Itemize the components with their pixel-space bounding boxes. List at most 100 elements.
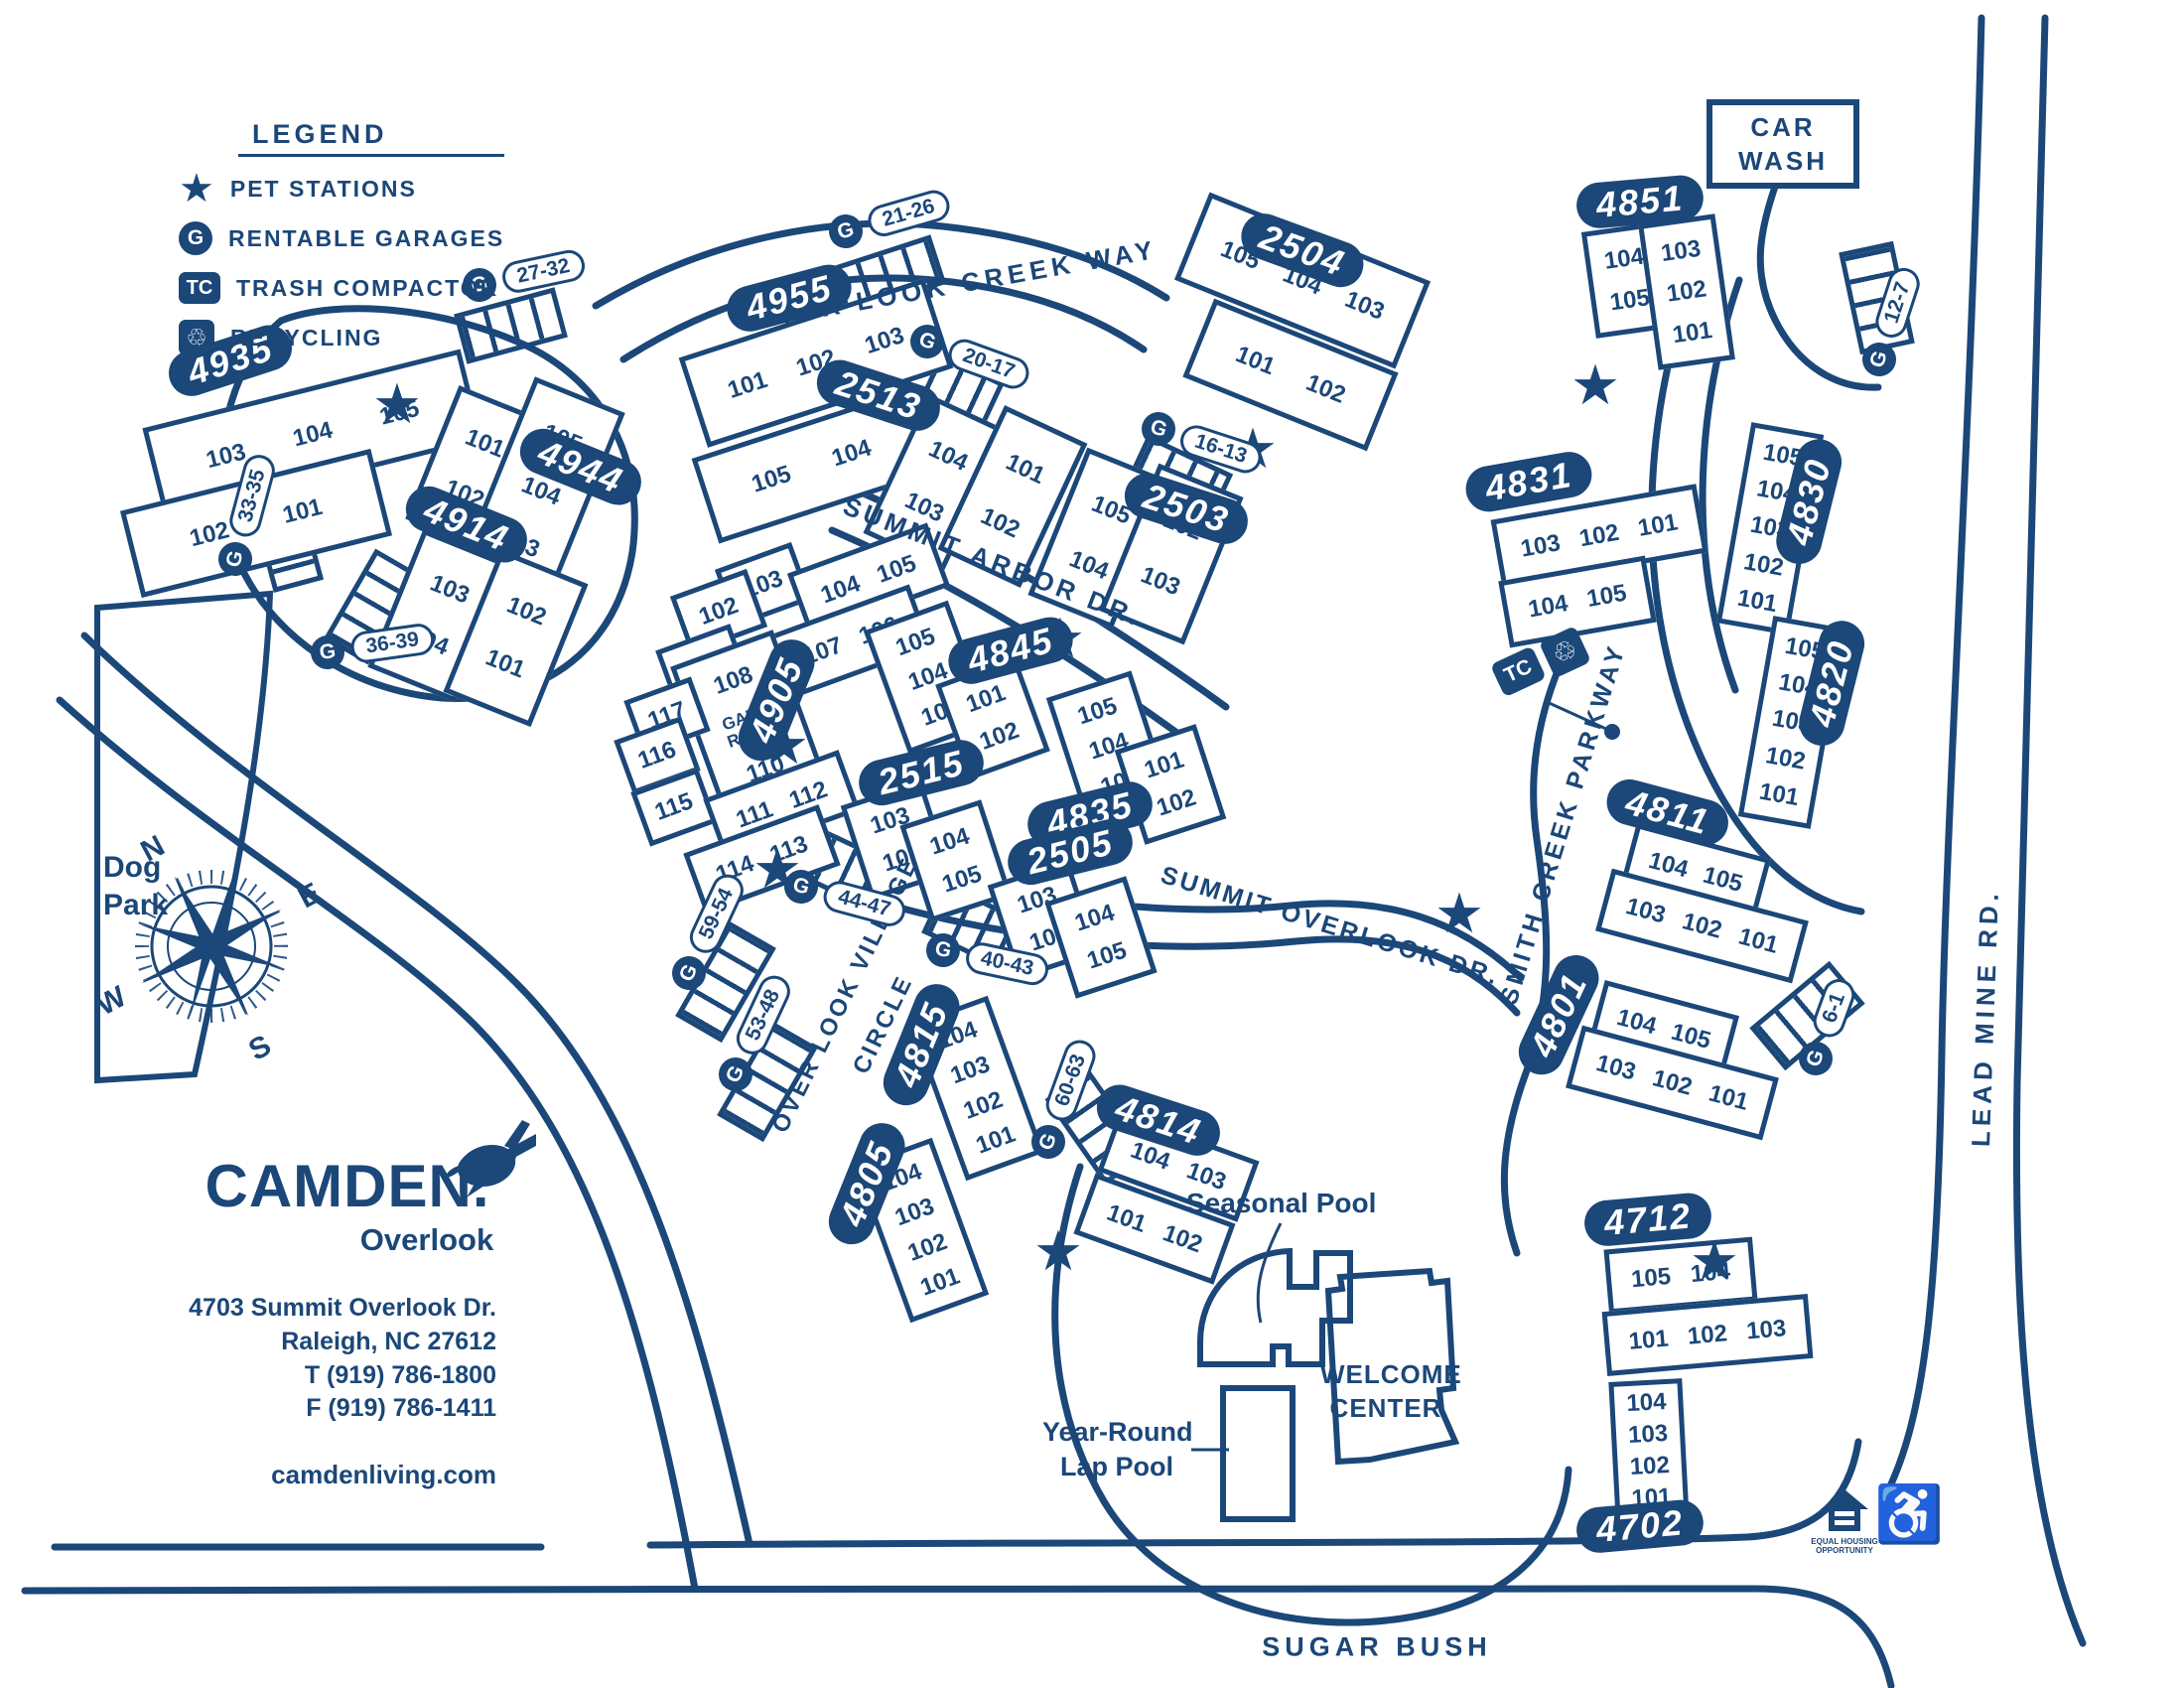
- road-sugarbush-2: [21, 1585, 1895, 1688]
- unit-number: 101: [724, 365, 771, 404]
- garage-g-icon: G: [308, 633, 347, 672]
- unit-number: 102: [502, 591, 551, 632]
- garage-g-icon: G: [179, 221, 212, 255]
- dog-park-line1: Dog: [103, 851, 162, 884]
- road-right-loop-1: [1648, 256, 1865, 915]
- unit-number: 103: [1627, 1419, 1669, 1450]
- unit-number: 116: [634, 736, 680, 774]
- unit-number: 103: [426, 569, 474, 610]
- lap-pool-outline: [1220, 1385, 1296, 1522]
- unit-number: 105: [1074, 691, 1121, 730]
- lap-pool-line2: Lap Pool: [1060, 1452, 1173, 1482]
- accessibility-icon: ♿: [1874, 1482, 1944, 1545]
- building-badge-4702: 4702: [1574, 1497, 1706, 1555]
- dog-park-label: Dog Park: [103, 849, 168, 923]
- unit-number: 108: [710, 660, 756, 700]
- tc-leader: [1544, 699, 1609, 732]
- garage-range-label: 27-32: [499, 246, 588, 296]
- unit-number: 105: [938, 860, 986, 899]
- unit-number: 104: [1645, 846, 1692, 883]
- unit-number: 102: [1679, 907, 1725, 944]
- unit-number: 105: [1584, 579, 1629, 614]
- unit-number: 103: [1745, 1314, 1788, 1345]
- trash-compactor-icon: TC: [179, 272, 220, 304]
- compass-graphic: [135, 870, 288, 1023]
- unit-number: 105: [1700, 861, 1746, 898]
- unit-number: 103: [1623, 892, 1669, 929]
- pet-station-star-icon: ★: [1689, 1229, 1740, 1292]
- garage-g-icon: G: [824, 210, 868, 253]
- unit-number: 102: [1153, 783, 1200, 822]
- unit-number: 102: [695, 591, 743, 632]
- unit-number: 102: [1763, 741, 1808, 775]
- legend-item-rentable-garages: G RENTABLE GARAGES: [179, 220, 504, 256]
- car-wash-outline: [1706, 99, 1859, 189]
- road-leadmine-1: [1882, 14, 1985, 1498]
- community-name: Overlook: [359, 1222, 494, 1257]
- address-block: 4703 Summit Overlook Dr. Raleigh, NC 276…: [139, 1292, 556, 1426]
- equal-housing-caption: EQUAL HOUSING OPPORTUNITY: [1811, 1537, 1878, 1555]
- legend-label: PET STATIONS: [229, 175, 417, 202]
- lap-pool-label: Year-Round Lap Pool: [1042, 1415, 1193, 1484]
- legend-item-trash-compactor: TC TRASH COMPACTOR: [179, 270, 504, 306]
- unit-number: 105: [873, 549, 920, 589]
- road-sw-outer: [80, 632, 753, 1548]
- unit-number: 101: [916, 1262, 964, 1302]
- car-wash-line2: WASH: [1738, 145, 1828, 176]
- unit-number: 103: [1518, 529, 1563, 563]
- unit-number: 102: [1159, 1218, 1206, 1258]
- garage-g-icon: G: [780, 866, 822, 908]
- unit-number: 104: [290, 416, 336, 452]
- unit-number: 102: [1686, 1319, 1729, 1350]
- unit-number: 105: [1608, 284, 1652, 317]
- unit-number: 102: [1302, 368, 1350, 409]
- unit-number: 104: [1625, 1388, 1668, 1418]
- pet-station-star-icon: ★: [371, 372, 423, 435]
- unit-number: 101: [1232, 340, 1280, 380]
- address-line1: 4703 Summit Overlook Dr.: [189, 1294, 496, 1322]
- street-label: SUGAR BUSH: [1262, 1631, 1492, 1662]
- welcome-center-line1: WELCOME: [1320, 1359, 1462, 1389]
- unit-number: 102: [959, 1085, 1007, 1125]
- pet-station-star-icon: ★: [179, 167, 214, 211]
- garage-range-label: 21-26: [864, 186, 953, 240]
- unit-number: 102: [903, 1227, 951, 1267]
- camden-logo-text: CAMDEN.: [205, 1153, 490, 1219]
- address-line2: Raleigh, NC 27612: [281, 1327, 496, 1355]
- unit-number: 104: [1071, 899, 1118, 937]
- garage-g-icon: G: [922, 929, 964, 971]
- hummingbird-icon: [445, 1120, 536, 1197]
- unit-number: 102: [976, 501, 1024, 544]
- legend-item-recycling: ♲ RECYCLING: [179, 320, 504, 355]
- unit-number: 101: [280, 492, 326, 529]
- unit-number: 103: [891, 1193, 938, 1232]
- unit-number: 101: [1141, 746, 1187, 784]
- pet-station-star-icon: ★: [1032, 1219, 1084, 1282]
- pet-station-star-icon: ★: [1433, 882, 1485, 944]
- unit-number: 103: [861, 321, 907, 359]
- unit-number: 104: [1602, 242, 1646, 275]
- unit-number: 103: [1137, 561, 1184, 602]
- unit-number: 102: [1649, 1063, 1696, 1101]
- unit-number: 105: [748, 460, 795, 498]
- road-leadmine-2: [2012, 14, 2087, 1647]
- legend-label: RENTABLE GARAGES: [228, 224, 505, 251]
- street-label: LEAD MINE RD.: [1965, 888, 2005, 1148]
- unit-number: 104: [924, 435, 973, 477]
- unit-number: 101: [972, 1120, 1020, 1160]
- dog-park-line2: Park: [103, 888, 169, 921]
- unit-number: 104: [1526, 589, 1570, 624]
- unit-number: 101: [1103, 1198, 1151, 1238]
- car-wash-label: CAR WASH: [1709, 111, 1856, 179]
- unit-number: 115: [651, 787, 697, 826]
- equal-housing-block: EQUAL HOUSING OPPORTUNITY: [1805, 1489, 1884, 1556]
- unit-number: 102: [1629, 1451, 1671, 1481]
- welcome-center-label: WELCOME CENTER: [1320, 1358, 1462, 1426]
- unit-number: 101: [481, 643, 529, 684]
- equal-housing-icon: [1821, 1489, 1868, 1531]
- seasonal-pool-outline: [1197, 1247, 1353, 1367]
- unit-number: 101: [1627, 1324, 1670, 1355]
